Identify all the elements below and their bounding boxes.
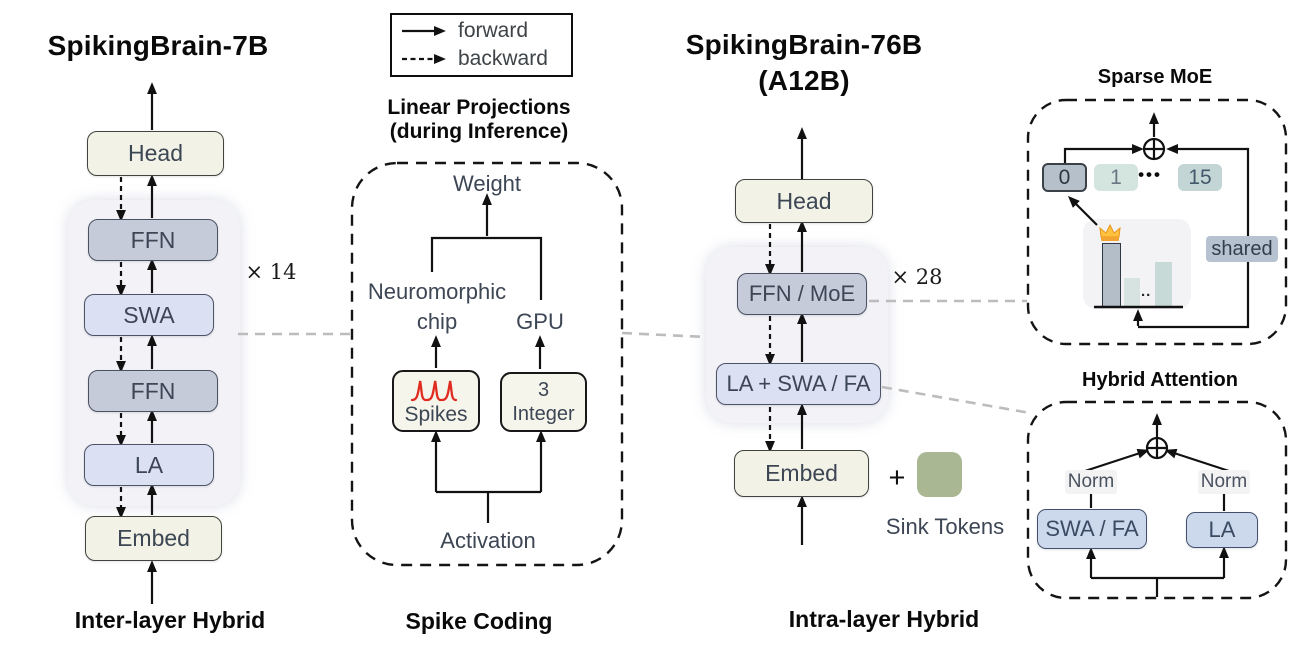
block-label: Embed [117,525,190,551]
left-ffn-bottom-block: FFN [88,370,218,412]
block-label: Embed [765,460,838,486]
sum-plus-icon [1144,139,1164,159]
shared-label-text: shared [1211,237,1273,260]
expert-label: 0 [1058,165,1071,189]
legend-backward-row: backward [392,45,571,73]
attention-to-hybrid-attention-connector [881,385,1031,415]
right-embed-block: Embed [734,450,869,497]
crown-icon [1099,224,1121,241]
hybrid-attention-lines [1084,413,1230,597]
spike-coding-to-76b-connector [621,331,707,339]
right-attention-block: LA + SWA / FA [716,363,881,405]
right-model-title-line1: SpikingBrain-76B [685,29,923,60]
integer-label: Integer [512,403,575,425]
router-bars-ellipsis: .. [1141,283,1152,300]
block-label: FFN [130,226,176,253]
legend-forward-row: forward [392,17,571,45]
left-la-block: LA [84,444,214,486]
block-label: Head [128,140,183,166]
sparse-moe-lines [1063,112,1250,329]
legend-forward-label: forward [458,19,529,42]
block-label: LA [134,451,164,478]
norm-text: Norm [1200,471,1248,492]
expert-0-box: 0 [1042,163,1087,192]
plus-sign: + [888,462,906,494]
norm-to-sum-arrow [1084,448,1150,473]
experts-ellipsis: ••• [1138,165,1162,184]
gpu-label: GPU [516,309,564,334]
right-repeat-count: × 28 [891,265,943,289]
merge-bracket [430,236,543,300]
forward-arrow-icon [402,26,446,36]
swa-fa-block: SWA / FA [1037,509,1147,549]
left-model-arrows [116,82,157,604]
sink-tokens-label: Sink Tokens [885,514,1005,539]
shared-expert-label: shared [1206,236,1278,262]
block-label: LA [1208,517,1236,542]
spike-coding-heading-line1: Linear Projections [387,96,571,119]
left-head-block: Head [87,131,224,176]
router-bar [1155,262,1172,307]
integer-value: 3 [537,379,550,401]
block-label: SWA / FA [1045,516,1139,541]
expert-to-sum-arrow [1063,144,1144,163]
right-caption: Intra-layer Hybrid [788,606,980,632]
integer-block: 3 Integer [500,372,587,432]
weight-label: Weight [452,171,522,196]
norm-label-right: Norm [1198,470,1250,494]
left-repeat-count: × 14 [245,260,297,284]
sparse-moe-frame [1026,98,1288,346]
block-label: LA + SWA / FA [726,371,871,396]
legend-backward-label: backward [458,47,548,70]
left-swa-block: SWA [84,294,214,336]
la-block: LA [1186,512,1258,548]
activation-label: Activation [440,528,536,553]
left-model-title: SpikingBrain-7B [47,30,269,61]
right-ffn-moe-block: FFN / MoE [737,273,867,315]
block-label: FFN [130,377,176,404]
router-bar [1124,278,1140,307]
left-embed-block: Embed [85,516,222,561]
left-ffn-top-block: FFN [88,219,218,261]
norm-to-sum-arrow [1164,448,1230,473]
spike-coding-caption: Spike Coding [405,608,553,634]
neuromorphic-chip-label-line1: Neuromorphic [367,279,507,304]
legend: forward backward [390,13,573,77]
spike-coding-heading-line2: (during Inference) [389,120,569,143]
block-label: SWA [123,301,175,328]
hybrid-attention-title: Hybrid Attention [1082,369,1238,391]
sink-token-swatch [917,452,962,497]
router-to-expert-arrow [1067,195,1098,226]
neuromorphic-chip-label-line2: chip [416,309,458,334]
spikes-block: Spikes [392,370,480,432]
spikes-label: Spikes [404,402,468,426]
block-label: Head [776,187,832,214]
backward-arrow-icon [402,54,446,64]
right-model-title-line2: (A12B) [758,65,850,96]
expert-1-box: 1 [1094,164,1138,191]
expert-label: 1 [1110,165,1122,189]
right-model-arrows [765,127,807,545]
spike-train-icon [410,380,458,402]
sparse-moe-title: Sparse MoE [1097,66,1213,88]
block-label: FFN / MoE [748,281,856,306]
detail-connectors [238,299,1031,415]
spike-coding-lines [430,193,546,523]
expert-label: 15 [1188,165,1212,189]
hybrid-attention-frame [1026,400,1288,600]
expert-15-box: 15 [1178,164,1222,191]
norm-text: Norm [1067,471,1115,492]
right-head-block: Head [735,179,873,223]
left-caption: Inter-layer Hybrid [74,607,266,633]
norm-label-left: Norm [1065,470,1117,494]
sum-plus-icon [1147,438,1167,458]
spike-coding-frame [350,161,624,567]
